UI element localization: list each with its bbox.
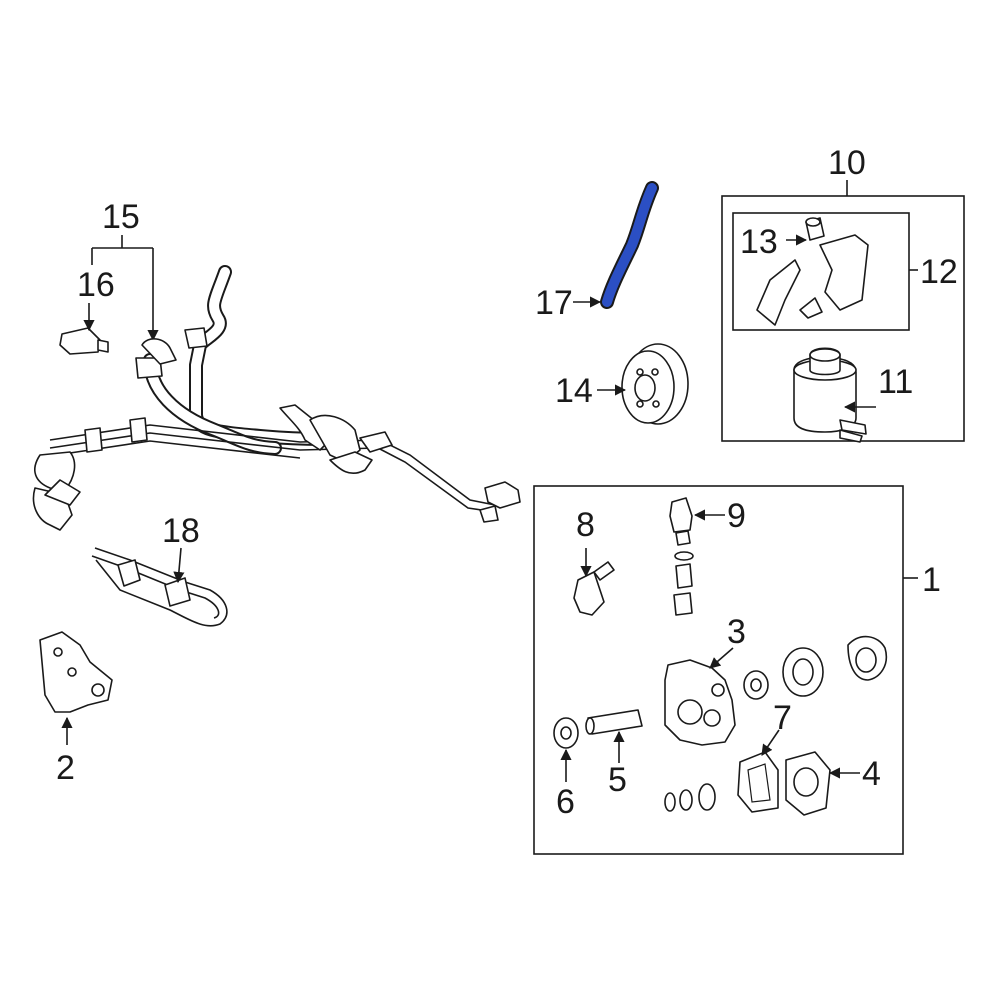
cushion[interactable] (805, 217, 825, 241)
callout-16: 16 (77, 266, 115, 304)
callout-arrows (61, 234, 876, 782)
callout-6: 6 (556, 783, 575, 821)
reservoir-bracket[interactable] (756, 234, 869, 326)
reservoir-box (721, 195, 965, 442)
callout-5: 5 (608, 761, 627, 799)
callout-3-arrow (709, 647, 734, 669)
callout-17: 17 (535, 284, 573, 322)
callout-18-arrow (173, 547, 185, 584)
callout-10: 10 (828, 144, 866, 182)
rear-housing[interactable] (785, 751, 831, 816)
callout-7: 7 (773, 699, 792, 737)
callout-13: 13 (740, 223, 778, 261)
callout-4: 4 (862, 755, 881, 793)
pressure-switch[interactable] (59, 327, 109, 355)
pump-gasket[interactable] (737, 751, 779, 813)
pump-end-cap[interactable] (847, 635, 887, 681)
callout-2: 2 (56, 749, 75, 787)
pump-housing[interactable] (664, 659, 736, 746)
callout-7-arrow (761, 729, 780, 756)
pump-bracket[interactable] (39, 631, 113, 713)
bracket-box (732, 212, 910, 331)
pump-shaft[interactable] (585, 709, 643, 735)
pressure-fitting[interactable] (573, 561, 615, 616)
callout-9: 9 (727, 497, 746, 535)
pulley[interactable] (621, 343, 689, 425)
callout-15-bracket (91, 235, 153, 265)
cooler-line[interactable] (91, 547, 228, 627)
shaft-seal[interactable] (553, 717, 579, 749)
callout-18: 18 (162, 512, 200, 550)
reservoir[interactable] (793, 347, 867, 443)
pressure-line-assembly[interactable] (32, 265, 521, 531)
callout-14: 14 (555, 372, 593, 410)
callout-12: 12 (920, 253, 958, 291)
return-hose[interactable] (600, 181, 659, 309)
flow-control-valve[interactable] (669, 497, 694, 616)
pump-gear[interactable] (743, 670, 769, 700)
callout-11: 11 (878, 363, 913, 401)
callout-1: 1 (922, 561, 941, 599)
o-ring-set[interactable] (664, 783, 716, 812)
pump-assembly-box (533, 485, 904, 855)
callout-8: 8 (576, 506, 595, 544)
callout-15: 15 (102, 198, 140, 236)
callout-3: 3 (727, 613, 746, 651)
pump-rotor[interactable] (782, 647, 824, 697)
